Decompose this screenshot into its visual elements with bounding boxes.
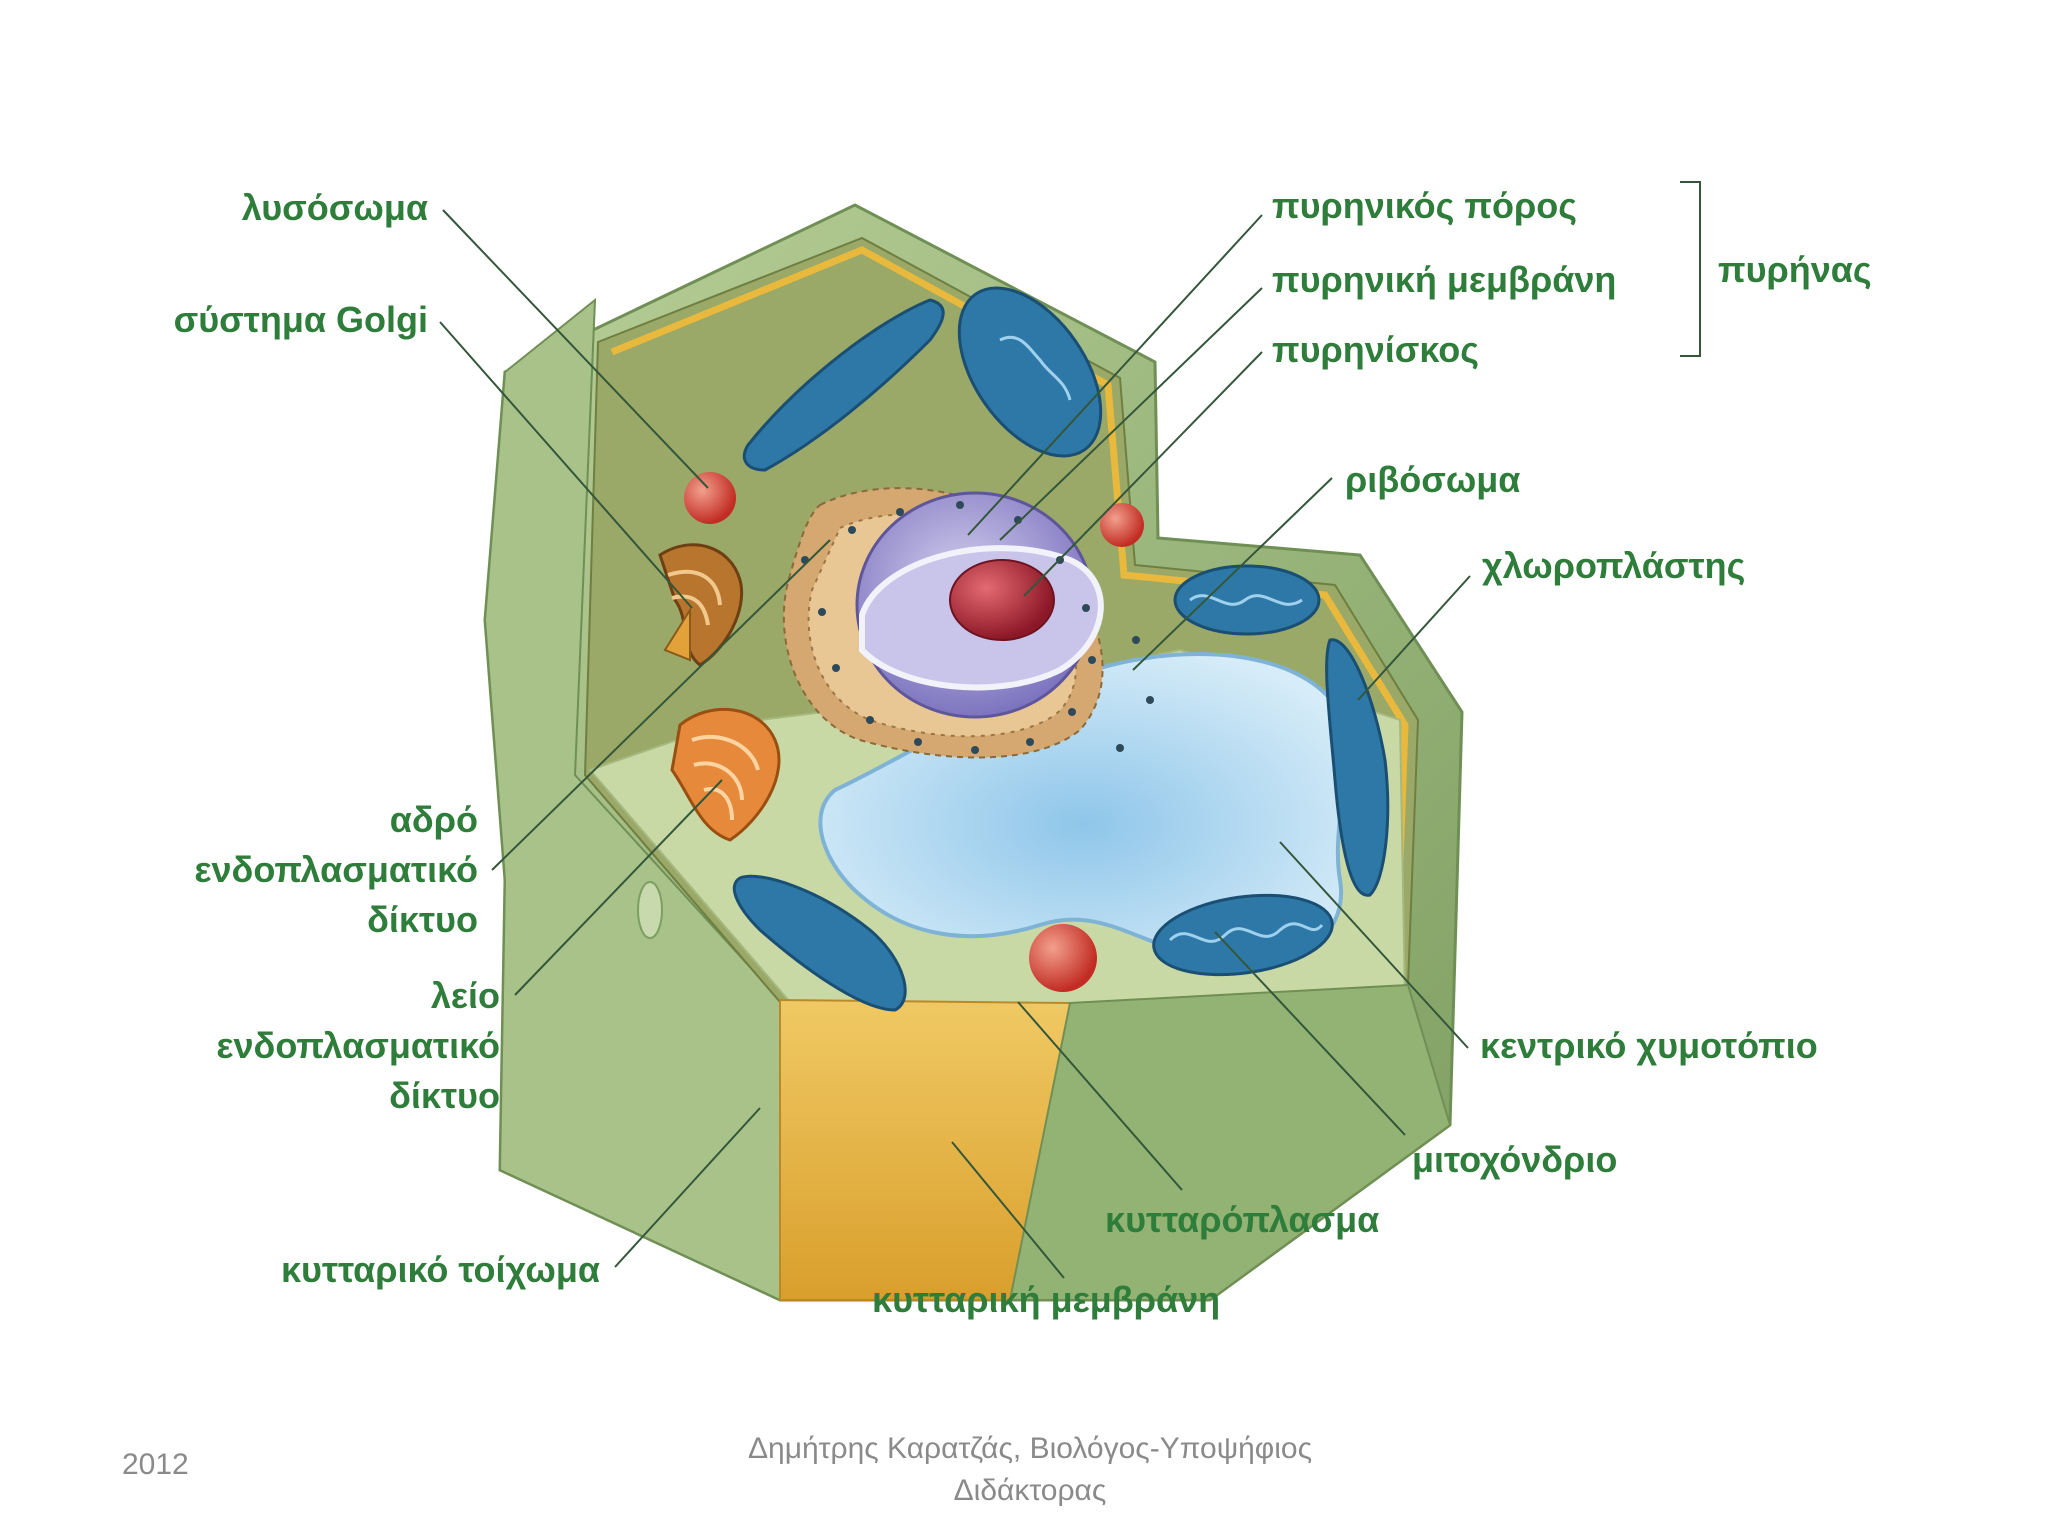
label-nuclear-membrane: πυρηνική μεμβράνη xyxy=(1272,259,1616,300)
label-cytoplasm: κυτταρόπλασμα xyxy=(1105,1199,1379,1240)
chloroplast xyxy=(1325,638,1390,897)
leader-central-vacuole xyxy=(1279,841,1469,1049)
chloroplast xyxy=(732,874,907,1012)
label-chloroplast: χλωροπλάστης xyxy=(1482,545,1745,586)
leader-cytoplasm xyxy=(1017,1001,1183,1191)
cell-membrane-rim xyxy=(610,246,1409,976)
smooth-er xyxy=(670,707,781,842)
golgi-apparatus xyxy=(658,543,743,667)
cell-wall-front-right xyxy=(1008,983,1452,1301)
nucleolus xyxy=(949,559,1055,641)
label-rough-er-line2: ενδοπλασματικό xyxy=(194,849,478,890)
lysosome xyxy=(1029,924,1097,992)
leader-nucleolus xyxy=(1023,351,1263,597)
label-nuclear-pore: πυρηνικός πόρος xyxy=(1272,185,1577,226)
label-nucleus-group: πυρήνας xyxy=(1718,249,1872,290)
leader-chloroplast xyxy=(1357,575,1471,701)
leader-mitochondrion xyxy=(1214,931,1406,1136)
leader-lysosome xyxy=(442,209,709,489)
nucleus xyxy=(782,487,1154,759)
label-nucleolus: πυρηνίσκος xyxy=(1272,329,1479,370)
lysosome xyxy=(684,472,736,524)
leader-cell-wall xyxy=(614,1107,761,1268)
leader-golgi xyxy=(439,321,693,609)
labels: λυσόσωμα σύστημα Golgi αδρό ενδοπλασματι… xyxy=(174,185,1872,1320)
chloroplasts xyxy=(732,298,1390,1012)
leader-lines xyxy=(439,181,1701,1279)
cell-wall-pit xyxy=(637,881,663,939)
mitochondrion xyxy=(1152,893,1334,977)
label-smooth-er-line3: δίκτυο xyxy=(389,1075,500,1116)
label-golgi: σύστημα Golgi xyxy=(174,299,428,340)
footer-author: Δημήτρης Καρατζάς, Βιολόγος-Υποψήφιος Δι… xyxy=(747,1432,1313,1507)
footer-year: 2012 xyxy=(122,1448,189,1481)
leader-ribosome xyxy=(1132,477,1333,671)
lysosome xyxy=(1100,503,1144,547)
label-ribosome: ριβόσωμα xyxy=(1345,459,1520,500)
label-cell-membrane: κυτταρική μεμβράνη xyxy=(872,1279,1220,1320)
chloroplast xyxy=(742,298,945,472)
label-rough-er-line3: δίκτυο xyxy=(367,899,478,940)
leader-rough-er xyxy=(491,539,831,871)
label-smooth-er-line2: ενδοπλασματικό xyxy=(216,1025,500,1066)
label-lysosome: λυσόσωμα xyxy=(242,187,428,228)
leader-nuclear-membrane xyxy=(999,287,1263,541)
label-mitochondrion: μιτοχόνδριο xyxy=(1412,1139,1617,1180)
leader-nuclear-pore xyxy=(967,214,1263,536)
label-rough-er-line1: αδρό xyxy=(390,799,478,840)
label-central-vacuole: κεντρικό χυμοτόπιο xyxy=(1480,1025,1818,1066)
label-cell-wall: κυτταρικό τοίχωμα xyxy=(281,1249,600,1290)
mitochondrion xyxy=(957,286,1103,458)
label-smooth-er-line1: λείο xyxy=(431,975,500,1016)
leader-smooth-er xyxy=(514,779,723,996)
mitochondria xyxy=(957,286,1334,977)
nucleus-bracket xyxy=(1680,181,1701,357)
leader-cell-membrane xyxy=(951,1141,1065,1279)
